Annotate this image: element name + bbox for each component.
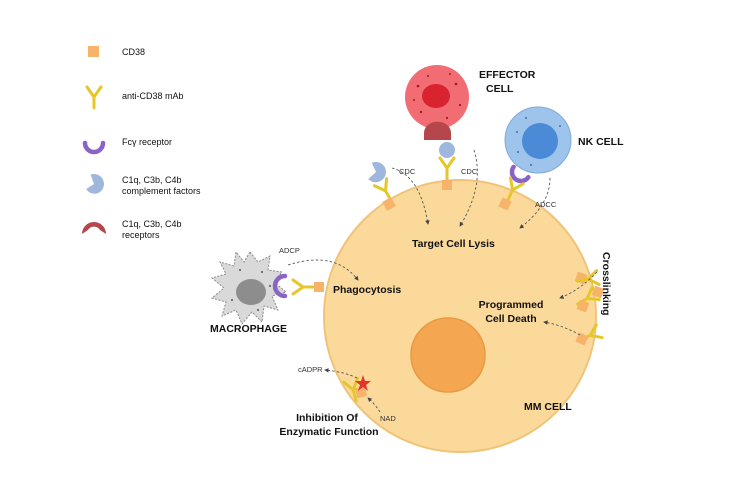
complement-factor-icon bbox=[439, 142, 455, 158]
arrows bbox=[287, 149, 598, 413]
target-lysis-label: Target Cell Lysis bbox=[412, 238, 495, 250]
complement-factor-icon bbox=[368, 162, 386, 183]
effector-granules bbox=[413, 73, 462, 120]
cd38-icon bbox=[382, 197, 396, 211]
legend: CD38 anti-CD38 mAb Fcγ receptor C1q, C3b… bbox=[82, 46, 201, 240]
cd38-icon bbox=[575, 332, 589, 346]
cd38-icon bbox=[442, 180, 452, 190]
cd38-icon bbox=[354, 385, 368, 399]
mm-cell-nucleus bbox=[410, 317, 486, 393]
nk-cell: NK CELL bbox=[498, 106, 624, 211]
effector-label-line2: CELL bbox=[486, 83, 514, 95]
mm-cell-label: MM CELL bbox=[524, 401, 572, 413]
nad-label: NAD bbox=[380, 414, 396, 423]
legend-fcy-label: Fcγ receptor bbox=[122, 137, 172, 147]
effector-cell: EFFECTOR CELL bbox=[405, 65, 536, 190]
macrophage-antibody-icon bbox=[291, 278, 316, 296]
macrophage-nucleus bbox=[236, 279, 266, 305]
adcp-label: ADCP bbox=[279, 246, 300, 255]
crosslinking-arrow bbox=[559, 271, 598, 299]
antibody-legend-icon bbox=[85, 85, 103, 110]
macrophage-granules bbox=[231, 269, 271, 311]
cadpr-arrow bbox=[324, 368, 358, 379]
nad-arrow bbox=[367, 397, 381, 413]
inhibition-label-line2: Enzymatic Function bbox=[279, 426, 378, 438]
cd38-legend-icon bbox=[88, 46, 99, 57]
nk-cell-nucleus bbox=[522, 123, 558, 159]
effector-cell-nucleus bbox=[422, 84, 450, 108]
effector-antibody-icon bbox=[438, 156, 456, 181]
complement-receptor-icon bbox=[424, 121, 451, 140]
cdc-left-label: CDC bbox=[399, 167, 416, 176]
fcy-receptor-legend-icon bbox=[82, 140, 106, 155]
inhibition-label-line1: Inhibition Of bbox=[296, 412, 358, 424]
nk-cell-label: NK CELL bbox=[578, 136, 624, 148]
pcd-label-line1: Programmed bbox=[479, 299, 544, 311]
macrophage: MACROPHAGE bbox=[210, 250, 324, 335]
cd38-icon bbox=[314, 282, 324, 292]
crosslinking-label: Crosslinking bbox=[600, 252, 612, 316]
complement-receptor-legend-icon bbox=[82, 222, 106, 234]
effector-label-line1: EFFECTOR bbox=[479, 69, 536, 81]
lower-right-antibody-complex bbox=[575, 323, 604, 348]
mm-cell-body bbox=[323, 179, 597, 453]
legend-complement-line2: complement factors bbox=[122, 186, 201, 196]
nk-granules bbox=[516, 117, 561, 166]
phagocytosis-label: Phagocytosis bbox=[333, 284, 401, 296]
cd38-icon bbox=[498, 197, 512, 211]
inhibition-star-icon bbox=[355, 375, 371, 391]
legend-receptors-line1: C1q, C3b, C4b bbox=[122, 219, 182, 229]
cd38-icon bbox=[591, 285, 605, 299]
adcc-label: ADCC bbox=[535, 200, 557, 209]
macrophage-label: MACROPHAGE bbox=[210, 323, 287, 335]
cdc-left-complex bbox=[368, 162, 399, 211]
cdc-right-label: CDC bbox=[461, 167, 478, 176]
inhibition-complex: Inhibition Of Enzymatic Function bbox=[279, 375, 379, 438]
pcd-arrow bbox=[543, 320, 581, 336]
crosslinking-complex: Crosslinking bbox=[572, 252, 612, 316]
cadpr-label: cADPR bbox=[298, 365, 323, 374]
legend-complement-line1: C1q, C3b, C4b bbox=[122, 175, 182, 185]
complement-legend-icon bbox=[86, 174, 104, 194]
legend-mab-label: anti-CD38 mAb bbox=[122, 91, 184, 101]
cd38-icon bbox=[576, 299, 590, 313]
mm-cell bbox=[323, 179, 597, 453]
legend-cd38-label: CD38 bbox=[122, 47, 145, 57]
pcd-label-line2: Cell Death bbox=[485, 313, 536, 325]
adcp-arrow bbox=[287, 259, 359, 281]
legend-receptors-line2: receptors bbox=[122, 230, 160, 240]
mechanism-labels: CDC CDC ADCC ADCP Target Cell Lysis Phag… bbox=[279, 167, 572, 423]
nk-fcy-receptor-icon bbox=[509, 164, 531, 184]
cdc-left-arrow bbox=[391, 167, 430, 225]
macrophage-fcy-receptor-icon bbox=[272, 273, 288, 299]
